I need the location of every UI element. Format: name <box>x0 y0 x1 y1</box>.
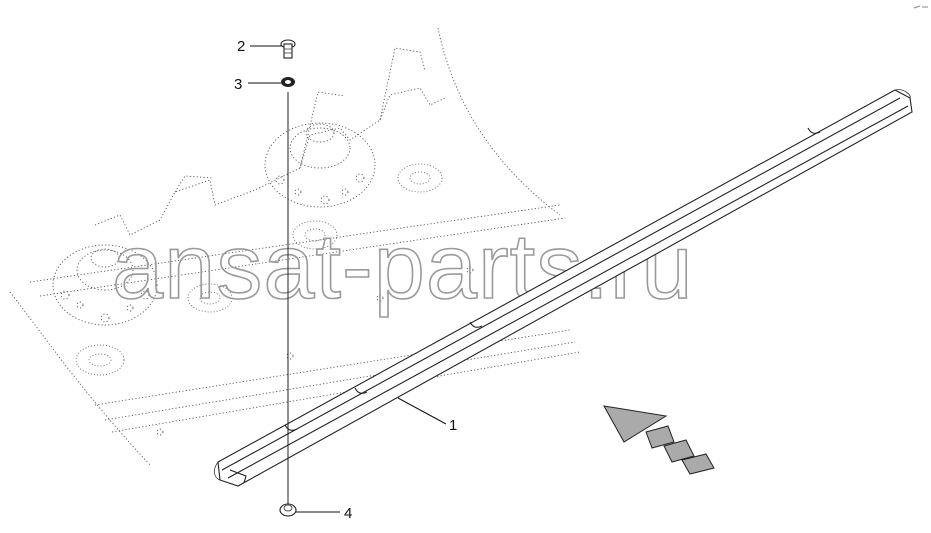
part-4-nut <box>279 503 297 517</box>
right-disc-hub <box>264 122 376 208</box>
part-1-channel-strip <box>214 89 913 487</box>
left-disc-hub <box>52 244 158 326</box>
callout-1: 1 <box>449 417 457 434</box>
leader-lines <box>248 45 447 513</box>
part-2-bolt <box>280 39 296 59</box>
cutter-bar-background <box>9 27 581 466</box>
callout-4: 4 <box>344 505 352 522</box>
part-3-washer <box>281 77 295 87</box>
direction-arrow-icon <box>603 405 715 475</box>
callout-2: 2 <box>237 38 245 55</box>
rail-holes <box>156 266 474 436</box>
corner-mark <box>913 5 928 9</box>
bearing-discs <box>75 163 443 376</box>
callout-3: 3 <box>234 76 242 93</box>
